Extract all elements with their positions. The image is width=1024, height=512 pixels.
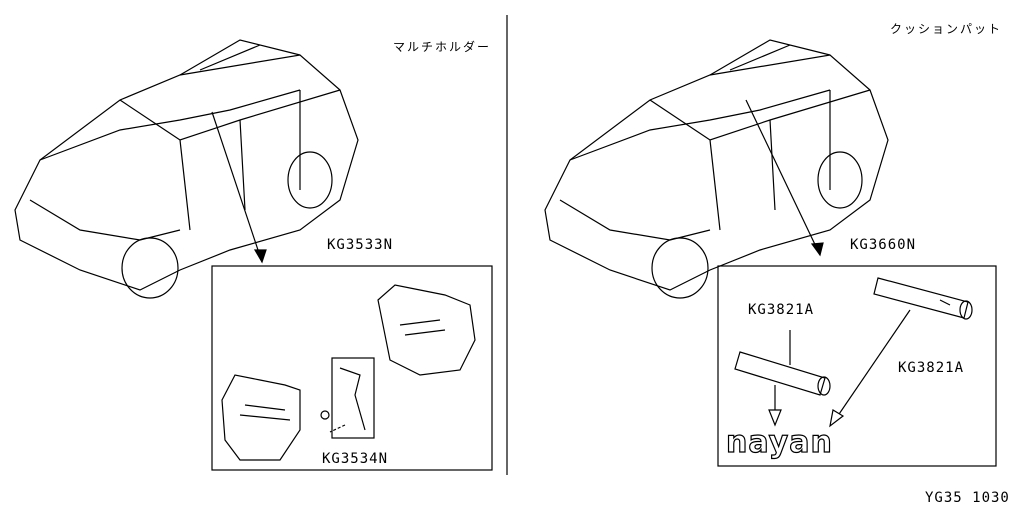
part-number-kg3821a-left: KG3821A bbox=[748, 302, 815, 318]
left-panel-title: マルチホルダー bbox=[393, 40, 492, 54]
multi-holder-parts bbox=[221, 284, 476, 461]
part-number-kg3660n: KG3660N bbox=[850, 237, 917, 253]
diagram-code: YG35 1030 bbox=[925, 490, 1010, 506]
car-illustration-left bbox=[14, 39, 359, 299]
part-number-kg3533n: KG3533N bbox=[327, 237, 394, 253]
inset-box-left bbox=[211, 265, 493, 471]
brand-logo: nayan bbox=[725, 424, 833, 460]
cushion-pads bbox=[734, 277, 973, 428]
inset-box-right bbox=[717, 265, 997, 467]
right-panel-title: クッションパット bbox=[890, 22, 1003, 36]
part-number-kg3821a-right: KG3821A bbox=[898, 360, 965, 376]
part-number-kg3534n: KG3534N bbox=[322, 451, 389, 467]
car-illustration-right bbox=[544, 39, 889, 299]
